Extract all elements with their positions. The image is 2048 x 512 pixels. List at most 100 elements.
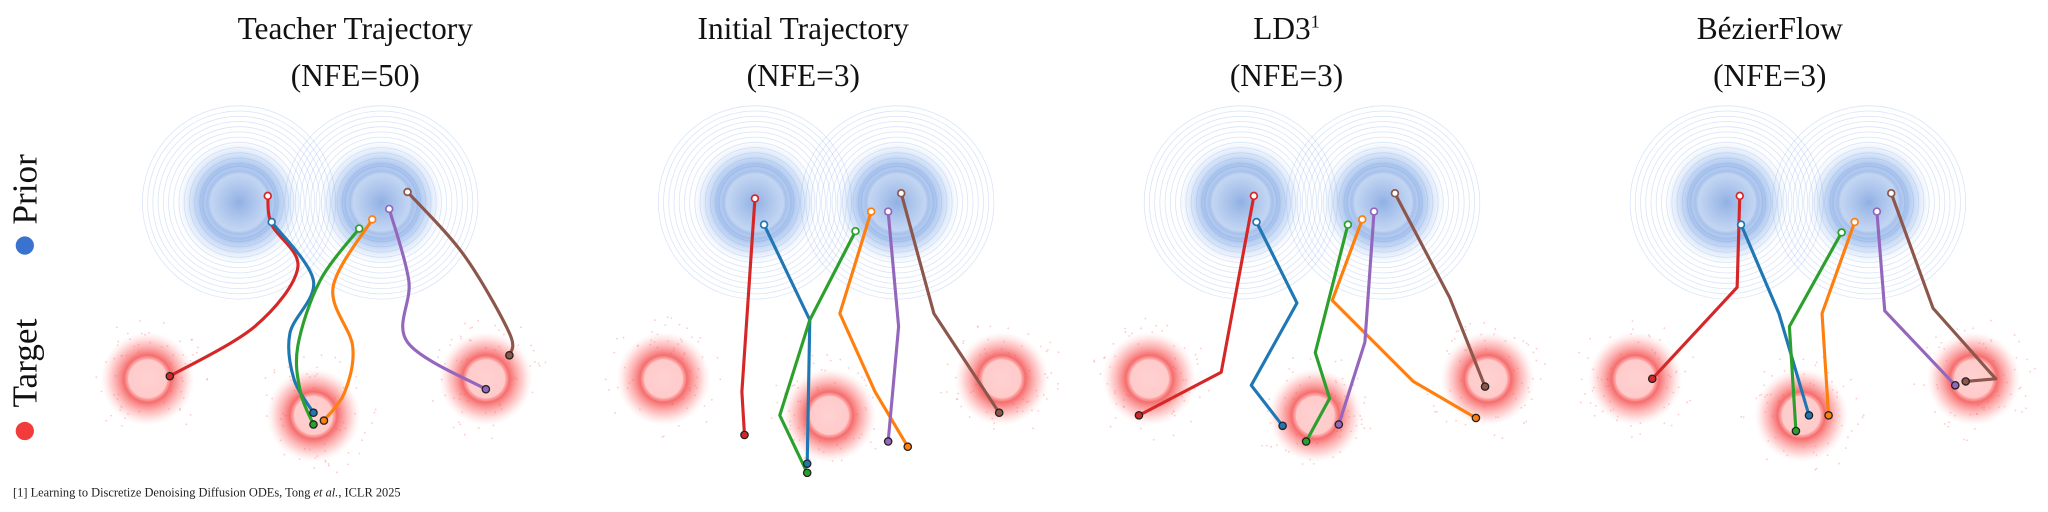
- target-sample: [1455, 330, 1458, 333]
- target-sample: [677, 424, 680, 427]
- target-sample: [654, 319, 656, 321]
- target-sample: [287, 366, 290, 368]
- target-sample: [1589, 402, 1592, 404]
- target-sample: [1261, 444, 1263, 447]
- prior-blob: [318, 139, 445, 266]
- target-sample: [192, 354, 194, 356]
- target-sample: [811, 354, 814, 357]
- trajectory-red-end-marker: [1134, 411, 1144, 420]
- target-sample: [1270, 445, 1273, 448]
- target-sample: [1099, 373, 1102, 375]
- trajectory-brown: [405, 190, 515, 357]
- target-sample: [1579, 401, 1582, 404]
- trajectory-brown-end-marker: [1480, 382, 1490, 391]
- target-sample: [1049, 341, 1052, 344]
- trajectory-red-start-marker: [750, 194, 760, 203]
- prior-core: [203, 167, 275, 238]
- target-blob: [954, 331, 1049, 426]
- target-sample: [1464, 423, 1467, 426]
- target-sample: [1334, 360, 1337, 363]
- trajectory-purple-start-marker: [384, 204, 394, 214]
- target-sample: [861, 376, 863, 379]
- target-core: [1781, 395, 1821, 435]
- target-sample: [438, 349, 441, 351]
- target-sample: [1913, 383, 1916, 386]
- target-sample: [302, 356, 305, 359]
- trajectory-purple-end-marker: [1950, 380, 1960, 390]
- target-sample: [1190, 420, 1192, 423]
- target-sample: [1947, 425, 1950, 428]
- target-sample: [2029, 370, 2032, 373]
- target-sample: [1364, 396, 1367, 399]
- target-sample: [538, 364, 541, 367]
- target-sample: [115, 326, 118, 329]
- target-sample: [1265, 444, 1268, 447]
- target-sample: [1948, 421, 1950, 424]
- target-sample: [664, 324, 667, 327]
- trajectory-orange-end-marker: [319, 416, 329, 425]
- target-sample: [1923, 384, 1926, 387]
- trajectory-brown-start-marker: [896, 189, 906, 198]
- trajectory-red-end-marker: [740, 430, 749, 440]
- target-sample: [1469, 322, 1472, 325]
- trajectory-purple-end-marker: [481, 384, 491, 394]
- target-sample: [2018, 340, 2020, 343]
- target-sample: [1663, 327, 1666, 330]
- trajectory-green-end-marker: [1301, 437, 1311, 446]
- target-sample: [1453, 337, 1456, 340]
- target-sample: [1039, 345, 1042, 348]
- target-sample: [355, 387, 358, 389]
- prior-contour-ring: [1777, 110, 1961, 295]
- prior-contour-ring: [678, 126, 832, 279]
- trajectory-green-start-marker: [851, 226, 860, 236]
- target-sample: [1056, 387, 1059, 390]
- target-sample: [520, 326, 522, 329]
- target-sample: [1544, 363, 1546, 365]
- target-sample: [1494, 328, 1497, 330]
- target-sample: [1140, 427, 1142, 430]
- panel-2-subtitle: (NFE=3): [747, 58, 860, 93]
- prior-contour-ring: [1798, 131, 1940, 274]
- target-sample: [537, 362, 540, 365]
- prior-contour-ring: [1787, 121, 1951, 284]
- target-sample: [1513, 337, 1516, 339]
- target-sample: [544, 361, 547, 364]
- target-sample: [1584, 393, 1586, 395]
- target-sample: [1309, 358, 1312, 360]
- target-sample: [503, 333, 505, 336]
- target-sample: [1527, 344, 1530, 346]
- target-sample: [490, 437, 493, 440]
- target-sample: [1849, 378, 1852, 381]
- target-sample: [989, 325, 992, 328]
- target-blob: [1440, 331, 1535, 426]
- target-sample: [1152, 438, 1155, 441]
- target-sample: [1963, 329, 1966, 332]
- target-sample: [1539, 377, 1542, 380]
- trajectory-brown-start-marker: [1887, 189, 1896, 198]
- target-sample: [1268, 398, 1271, 401]
- trajectory-orange-start-marker: [866, 207, 876, 216]
- target-sample: [946, 363, 949, 366]
- target-sample: [313, 467, 315, 469]
- target-sample: [1827, 371, 1830, 374]
- trajectory-blue: [1249, 220, 1299, 428]
- target-sample: [1639, 433, 1642, 435]
- target-sample: [1956, 328, 1959, 331]
- prior-contour-ring: [300, 121, 463, 284]
- trajectory-orange: [1330, 217, 1478, 420]
- target-sample: [809, 458, 811, 461]
- trajectory-blue-start-marker: [1736, 220, 1746, 229]
- target-sample: [185, 423, 188, 426]
- target-sample: [531, 391, 534, 394]
- target-distribution: [264, 354, 377, 474]
- target-sample: [1451, 339, 1453, 342]
- target-sample: [162, 321, 165, 324]
- target-sample: [945, 391, 948, 393]
- target-sample: [776, 401, 779, 404]
- target-sample: [1855, 397, 1858, 400]
- target-sample: [1194, 353, 1197, 356]
- target-sample: [1838, 462, 1841, 465]
- target-sample: [1027, 333, 1030, 335]
- target-sample: [1432, 405, 1435, 407]
- target-sample: [1144, 317, 1147, 320]
